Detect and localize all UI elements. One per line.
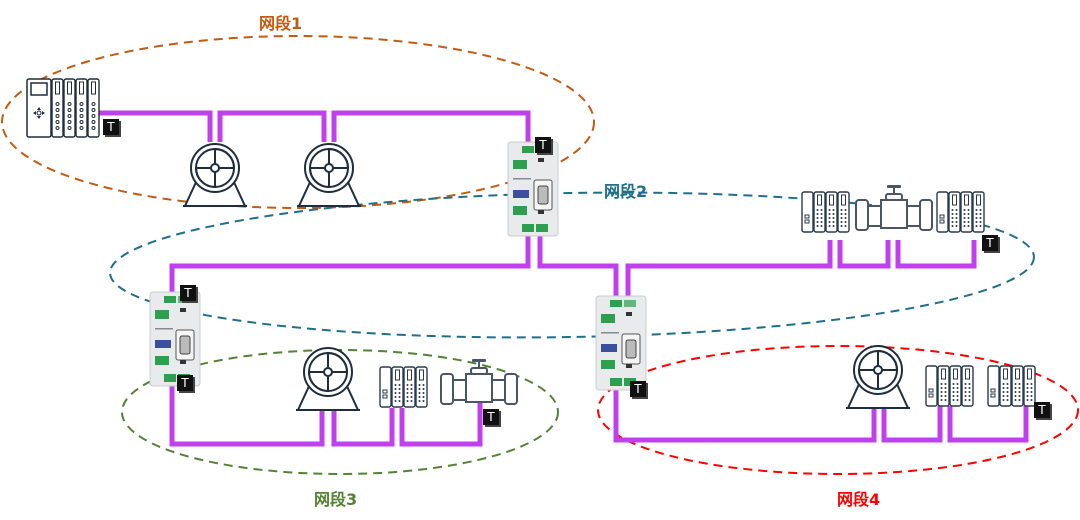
valve-icon [855,184,933,231]
cable-seg1 [331,110,531,150]
plc-controller [26,78,100,138]
repeater-device [507,141,559,237]
motor-icon [182,143,248,207]
segment-4-label: 网段4 [837,490,881,509]
cable-seg2 [895,240,977,269]
cable-seg4 [881,406,943,443]
remote-io-icon [937,192,984,232]
cable-seg3 [169,372,325,447]
cable-seg2 [169,222,531,300]
repeater-device [595,295,647,391]
segment-2-label: 网段2 [604,182,648,201]
terminator-icon: T [180,285,196,301]
valve-icon [440,358,518,405]
terminator-icon: T [1034,402,1050,418]
motor-icon [845,345,911,409]
remote-io-icon [926,366,973,406]
remote-io-icon [802,192,849,232]
segment-1-boundary [1,35,595,209]
segment-1-label: 网段1 [259,14,303,33]
cable-seg3 [331,408,395,447]
terminator-icon: T [535,137,551,153]
remote-io-icon [988,366,1035,406]
segment-3-label: 网段3 [314,490,358,509]
cable-seg1 [98,110,213,142]
terminator-icon: T [177,375,193,391]
plc-slice [51,78,64,138]
cable-seg2 [837,240,891,269]
motor-icon [296,143,362,207]
terminator-icon: T [483,409,499,425]
cable-seg2 [625,240,833,300]
terminator-icon: T [630,381,646,397]
cable-seg4 [947,406,1029,443]
motor-icon [295,347,361,411]
cable-seg3 [399,400,483,447]
terminator-icon: T [982,235,998,251]
segment-2-boundary [109,191,1035,339]
terminator-icon: T [103,119,119,135]
cable-seg1 [217,110,327,142]
segment-3-boundary [121,349,559,475]
remote-io-icon [380,367,427,407]
cable-seg2 [537,222,619,300]
segment-4-boundary [597,345,1079,475]
cable-seg4 [613,376,877,443]
repeater-device [149,291,201,387]
